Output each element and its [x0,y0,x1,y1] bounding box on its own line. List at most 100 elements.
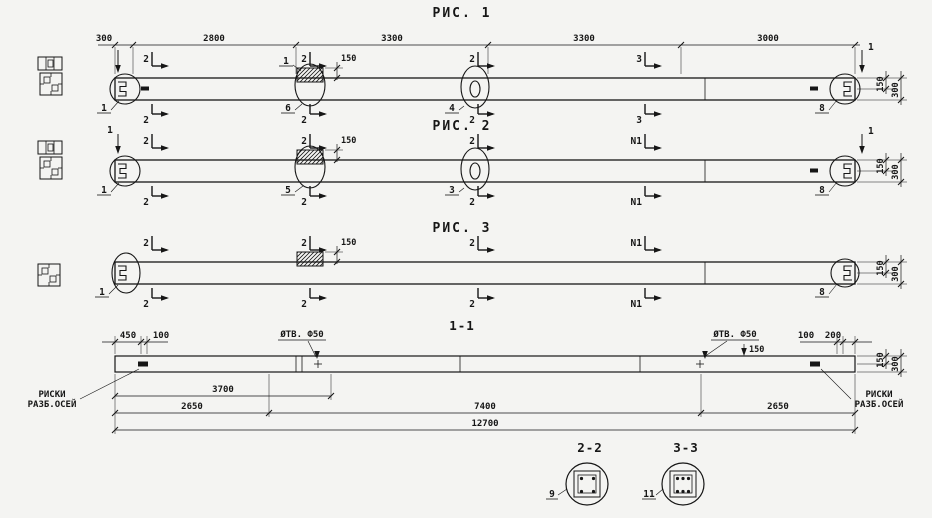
fig2-cut-label-right: 1 [868,126,874,137]
fig2-mark-top-3: 2 [469,136,475,147]
section33-pos: 11 [643,489,655,500]
s11-axis-label-left-1: РИСКИ [38,390,65,400]
fig3-right-end-callout [830,258,860,288]
s11-hole-label-right: ØТВ. Ф50 [712,329,756,340]
s11-hole-dim-150: 150 [749,345,764,355]
fig3-mark-top-1: 2 [143,238,149,249]
fig1-hole [469,80,481,98]
section33-outline [669,470,697,498]
fig1-embed-dim: 150 [341,54,356,64]
s11-hole-label-left: ØТВ. Ф50 [279,329,323,340]
fig1-pos-embed: 6 [285,103,291,114]
fig1-dim-3300b: 3300 [573,34,595,44]
beam-outlines [114,77,856,373]
fig2-pos-right: 8 [819,185,825,196]
section22-callout [565,462,609,506]
fig1-left-end-callout [109,73,141,105]
fig1-embed-callout-oval [294,63,326,107]
fig3-mark-top-3: 2 [469,238,475,249]
s11-dim-2650l: 2650 [181,402,203,412]
fig1-dim-2800: 2800 [203,34,225,44]
s11-dim-3700: 3700 [212,385,234,395]
fig2-axis-mark-right [810,168,818,173]
fig2-right-dim-300: 300 [891,164,901,179]
fig1-dim-3000: 3000 [757,34,779,44]
fig2-pos-embed: 5 [285,185,291,196]
fig3-mark-bot-1: 2 [143,299,149,310]
fig2-title: РИС. 2 [433,119,492,134]
fig1-mark-bot-1: 2 [143,115,149,126]
fig3-mark-bot-4: N1 [631,299,643,310]
fig3-mark-top-4: N1 [631,238,643,249]
fig3-left-notch [118,265,127,281]
fig3-left-end-callout [111,252,141,294]
section22-title: 2-2 [577,440,603,455]
s11-dim-7400: 7400 [474,402,496,412]
section22-pos: 9 [549,489,555,500]
fig2-right-dim-150: 150 [876,158,886,173]
fig3-title: РИС. 3 [433,221,492,236]
fig2-embed-dim: 150 [341,136,356,146]
s11-axis-label-right-1: РИСКИ [865,390,892,400]
fig3-right-dim-150: 150 [876,260,886,275]
fig1-right-end-callout [829,73,861,105]
fig2-embed-callout-oval [294,145,326,189]
drawing-linework [37,41,907,500]
fig1-pos-left: 1 [101,103,107,114]
fig1-mark-bot-4: 3 [636,115,642,126]
fig1-mark-top-2: 2 [301,54,307,65]
fig2-pos-hole: 3 [449,185,455,196]
section11-title: 1-1 [449,318,475,333]
s11-axis-label-left-2: РАЗБ.ОСЕЙ [28,398,77,410]
fig1-mark-bot-2: 2 [301,115,307,126]
s11-dim-200: 200 [825,331,841,341]
fig1-right-dim-300: 300 [891,82,901,97]
s11-axis-label-right-2: РАЗБ.ОСЕЙ [855,398,904,410]
fig1-embed-callout-label: 1 [283,56,289,67]
rebar-dots [579,476,691,494]
s11-dim-450: 450 [120,331,136,341]
fig1-mark-top-3: 2 [469,54,475,65]
fig1-pos-hole: 4 [449,103,455,114]
fig2-mark-bot-1: 2 [143,197,149,208]
s11-dim-100l: 100 [153,331,169,341]
section33-title: 3-3 [673,440,699,455]
fig3-right-dim-300: 300 [891,266,901,281]
fig2-hole [469,162,481,180]
s11-right-dim-300: 300 [891,356,901,371]
fig1-title: РИС. 1 [433,6,492,21]
fig1-axis-mark-left [141,86,149,91]
fig1-axis-mark-right [810,86,818,91]
fig2-pos-left: 1 [101,185,107,196]
fig2-mark-top-2: 2 [301,136,307,147]
fig2-right-end-callout [829,155,861,187]
fig2-mark-bot-4: N1 [631,197,643,208]
fig2-mark-top-4: N1 [631,136,643,147]
s11-axis-mark-right [810,361,820,367]
fig2-left-end-callout [109,155,141,187]
section33-callout [661,462,705,506]
s11-dim-100r: 100 [798,331,814,341]
fig1-mark-top-4: 3 [636,54,642,65]
fig1-cut-label-right: 1 [868,42,874,53]
axis-marks [138,86,820,367]
s11-dim-12700: 12700 [471,419,498,429]
fig2-hole-callout-oval [460,147,490,191]
fig3-mark-bot-3: 2 [469,299,475,310]
fig1-dim-300: 300 [96,34,112,44]
fig1-right-notch [843,81,852,97]
s11-axis-mark-left [138,361,148,367]
s11-right-dim-150: 150 [876,352,886,367]
fig1-dim-3300a: 3300 [381,34,403,44]
fig2-right-notch [843,163,852,179]
fig1-mark-bot-3: 2 [469,115,475,126]
fig1-beam [114,77,856,101]
fig1-pos-right: 8 [819,103,825,114]
fig3-mark-bot-2: 2 [301,299,307,310]
detail-callouts [109,63,861,294]
fig1-hole-callout-oval [460,65,490,109]
fig3-right-notch [843,265,852,281]
fig3-beam [114,261,856,285]
section22-stirrup [577,474,597,494]
